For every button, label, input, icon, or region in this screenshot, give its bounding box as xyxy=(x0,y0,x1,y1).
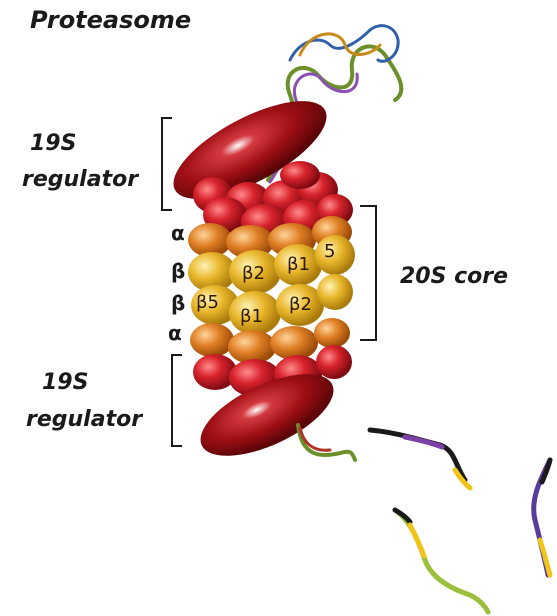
subunit-five: 5 xyxy=(324,241,335,262)
peptide-fragment-1 xyxy=(370,430,470,488)
ring-label-alpha-bottom: α xyxy=(168,321,182,345)
bracket-core xyxy=(360,206,376,340)
subunit-b1-bottom: β1 xyxy=(240,306,263,327)
subunit-b2-top: β2 xyxy=(242,263,265,284)
core-20s xyxy=(188,161,355,397)
bracket-regulator-bottom xyxy=(172,355,182,446)
regulator-bottom-line2: regulator xyxy=(26,407,143,432)
regulator-top-line1: 19S xyxy=(30,131,76,156)
ring-label-alpha-top: α xyxy=(171,221,185,245)
peptide-fragment-2 xyxy=(534,460,550,575)
title-label: Proteasome xyxy=(30,6,191,34)
protein-chain-exit xyxy=(298,425,355,460)
ring-label-beta-bottom: β xyxy=(171,291,185,315)
peptide-fragment-3 xyxy=(395,510,488,612)
subunit-b2-bottom: β2 xyxy=(289,294,312,315)
ring-label-beta-top: β xyxy=(171,259,185,283)
regulator-bottom-line1: 19S xyxy=(42,370,88,395)
subunit-b1-top: β1 xyxy=(287,254,310,275)
core-label: 20S core xyxy=(400,264,508,289)
bracket-regulator-top xyxy=(162,118,172,210)
regulator-top-line2: regulator xyxy=(22,167,139,192)
subunit-b5-bottom: β5 xyxy=(196,292,219,313)
